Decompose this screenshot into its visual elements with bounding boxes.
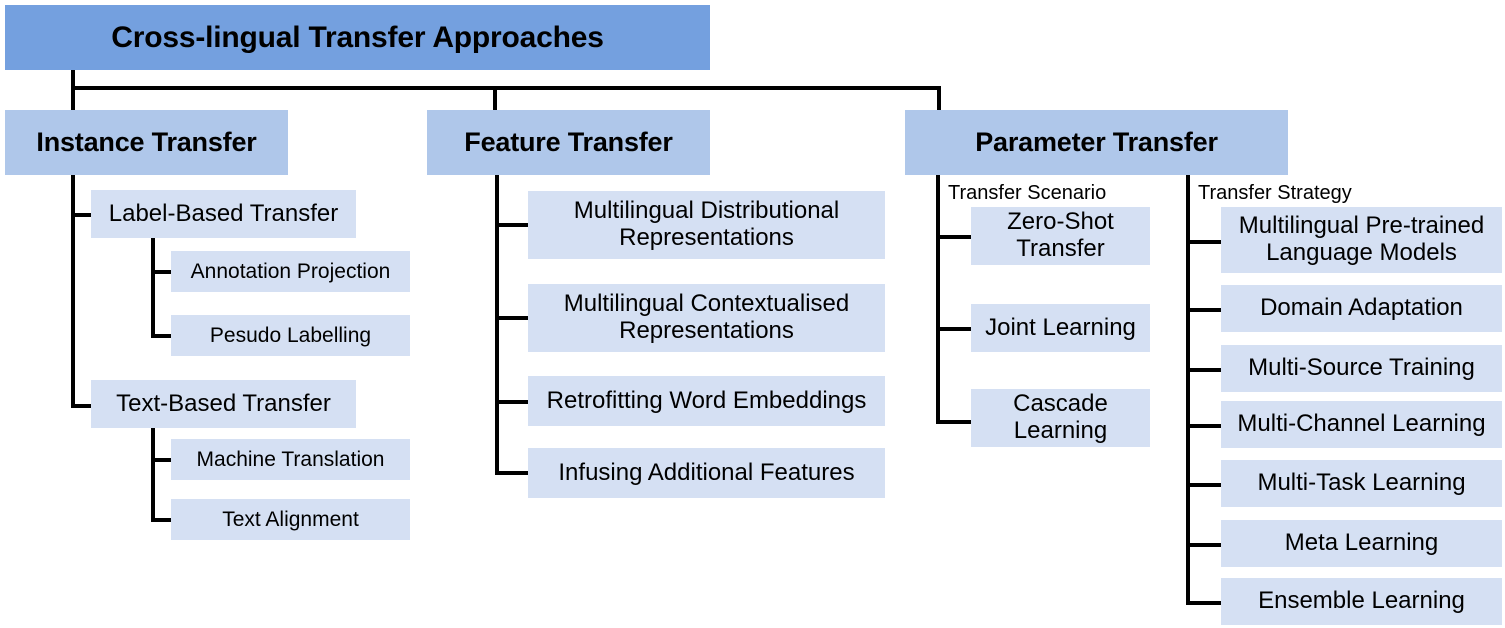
connector-strategy-to-multi-channel-learning [1186,424,1222,428]
leaf-node-cascade-learning: Cascade Learning [971,389,1150,447]
connector-strategy-to-mplm [1186,240,1222,244]
group-label-transfer-strategy: Transfer Strategy [1198,182,1352,204]
branch-node-feature-transfer: Feature Transfer [427,110,710,175]
connector-text-based-to-machine-translation [151,458,173,462]
leaf-node-joint-learning: Joint Learning [971,304,1150,352]
connector-instance-to-text-based [71,404,93,408]
leaf-node-multilingual-distributional-representations: Multilingual Distributional Representati… [528,191,885,259]
leaf-node-domain-adaptation: Domain Adaptation [1221,285,1502,332]
connector-scenario-to-cascade-learning [936,420,972,424]
connector-scenario-to-zero-shot-transfer [936,235,972,239]
connector-label-based-trunk [151,238,155,338]
branch-node-instance-transfer: Instance Transfer [5,110,288,175]
connector-drop-parameter [937,86,941,112]
connector-strategy-trunk [1186,175,1190,605]
group-label-transfer-scenario: Transfer Scenario [948,182,1107,204]
connector-instance-trunk [71,175,75,408]
leaf-node-multi-task-learning: Multi-Task Learning [1221,460,1502,507]
connector-feature-to-mdr [495,223,529,227]
leaf-node-retrofitting-word-embeddings: Retrofitting Word Embeddings [528,376,885,426]
leaf-node-annotation-projection: Annotation Projection [171,251,410,292]
leaf-node-multi-source-training: Multi-Source Training [1221,345,1502,392]
connector-drop-instance [71,86,75,112]
connector-instance-to-label-based [71,213,93,217]
connector-drop-feature [493,86,497,112]
connector-feature-to-iaf [495,471,529,475]
leaf-node-meta-learning: Meta Learning [1221,520,1502,567]
leaf-node-ensemble-learning: Ensemble Learning [1221,578,1502,625]
connector-strategy-to-multi-source-training [1186,368,1222,372]
connector-strategy-to-ensemble-learning [1186,601,1222,605]
connector-strategy-to-domain-adaptation [1186,308,1222,312]
leaf-node-machine-translation: Machine Translation [171,439,410,480]
connector-root-stem [71,70,75,90]
connector-feature-to-rwe [495,400,529,404]
connector-scenario-trunk [936,175,940,424]
leaf-node-pesudo-labelling: Pesudo Labelling [171,315,410,356]
sub-node-label-based-transfer: Label-Based Transfer [91,190,356,238]
connector-label-based-to-pesudo-labelling [151,334,173,338]
leaf-node-text-alignment: Text Alignment [171,499,410,540]
branch-node-parameter-transfer: Parameter Transfer [905,110,1288,175]
sub-node-text-based-transfer: Text-Based Transfer [91,380,356,428]
connector-feature-trunk [495,175,499,475]
leaf-node-multilingual-pre-trained-language-models: Multilingual Pre-trained Language Models [1221,207,1502,273]
leaf-node-multi-channel-learning: Multi-Channel Learning [1221,401,1502,448]
connector-label-based-to-annotation-projection [151,270,173,274]
leaf-node-zero-shot-transfer: Zero-Shot Transfer [971,207,1150,265]
leaf-node-multilingual-contextualised-representations: Multilingual Contextualised Representati… [528,284,885,352]
connector-strategy-to-multi-task-learning [1186,483,1222,487]
connector-level1-bus [71,86,941,90]
leaf-node-infusing-additional-features: Infusing Additional Features [528,448,885,498]
connector-scenario-to-joint-learning [936,327,972,331]
root-node-cross-lingual-transfer-approaches: Cross-lingual Transfer Approaches [5,5,710,70]
connector-feature-to-mcr [495,316,529,320]
connector-text-based-to-text-alignment [151,518,173,522]
connector-strategy-to-meta-learning [1186,543,1222,547]
connector-text-based-trunk [151,428,155,522]
